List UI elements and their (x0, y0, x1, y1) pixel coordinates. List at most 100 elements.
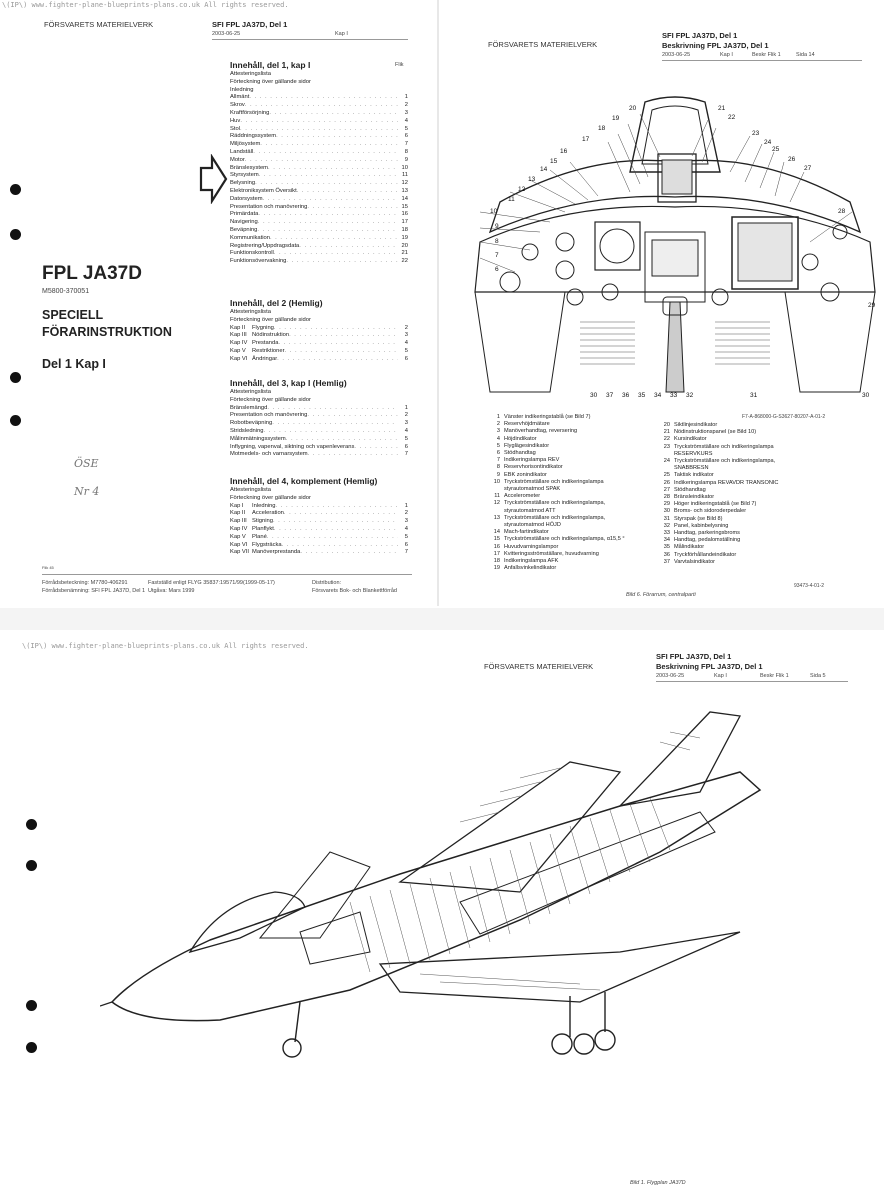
toc-label: Planflykt (252, 525, 274, 532)
toc-number: 16 (401, 211, 408, 218)
legend-number: 5 (496, 442, 500, 449)
toc-leader (308, 451, 398, 459)
toc-label: Flygning (252, 324, 274, 331)
toc-label: Presentation och manövrering (230, 203, 308, 210)
toc-leader (277, 356, 398, 364)
toc-number: 14 (401, 195, 408, 202)
toc-row: Kap VPlané5 (230, 534, 408, 542)
toc-row: Kraftförsörjning3 (230, 110, 408, 118)
toc-leader (284, 510, 398, 518)
toc-leader (276, 503, 398, 511)
legend-number: 31 (663, 515, 670, 522)
legend-number (486, 508, 500, 515)
toc-label: Nödinstruktion (252, 332, 290, 339)
legend-text: Tryckströmställare och indikeringslampa, (504, 514, 606, 521)
legend-number: 4 (496, 435, 500, 442)
toc-kap: Kap V (230, 533, 246, 540)
toc-number: 7 (404, 141, 408, 148)
doc-kap: Kap I (714, 673, 727, 679)
org-name: FÖRSVARETS MATERIELVERK (44, 20, 154, 29)
legend-text: Tryckförhållandeindikator (674, 551, 737, 558)
toc-row: Skrov2 (230, 102, 408, 110)
toc-number: 2 (404, 412, 408, 419)
legend-text: Tryckströmställare och indikeringslampa, (674, 458, 776, 465)
toc-kap: Kap IV (230, 340, 248, 347)
legend-text: Tryckströmställare och indikeringslampa, (504, 500, 606, 507)
doc-date: 2003-06-25 (212, 31, 241, 37)
legend-text: Styrspak (se Bild 8) (674, 515, 723, 522)
legend-text: Huvudvarningslampor (504, 543, 559, 550)
toc-row: Stol5 (230, 126, 408, 134)
toc-label: Räddningssystem (230, 133, 277, 140)
toc-number: 19 (401, 234, 408, 241)
toc-leader (264, 428, 398, 436)
toc-number: 17 (401, 219, 408, 226)
doc-date: 2003-06-25 (662, 52, 691, 58)
toc-row: Belysning12 (230, 180, 408, 188)
toc-number: 4 (404, 340, 408, 347)
toc-label: Kraftförsörjning (230, 109, 270, 116)
toc-label: Huv (230, 117, 241, 124)
toc-number: 4 (404, 427, 408, 434)
toc-number: 1 (404, 502, 408, 509)
toc-label: Datorsystem (230, 195, 263, 202)
doc-kap: Kap I (720, 52, 733, 58)
toc-label: Styrsystem (230, 172, 259, 179)
legend-number: 22 (663, 436, 670, 443)
legend-number: 21 (663, 429, 670, 436)
toc-kap: Kap VI (230, 541, 248, 548)
legend-number: 6 (496, 450, 500, 457)
toc-label: Inledning (252, 502, 276, 509)
legend-number: 10 (493, 478, 500, 485)
legend-item: styrautomatmod SPAK (486, 486, 625, 493)
toc-number: 11 (401, 172, 408, 179)
legend-text: styrautomatmod HÖJD (504, 522, 561, 529)
toc-kap: Kap III (230, 332, 247, 339)
footer-2a: Fastställd enligt FLYG 35837:19571/99(19… (148, 580, 275, 586)
toc-leader (300, 549, 398, 557)
toc-label: Robotbeväpning (230, 420, 273, 427)
toc-label: Motor (230, 156, 245, 163)
toc-label: Stol (230, 125, 240, 132)
toc-number: 3 (404, 420, 408, 427)
toc-leader (289, 332, 398, 340)
toc-number: 22 (401, 258, 408, 265)
toc-leader (307, 412, 398, 420)
binder-hole (10, 184, 21, 195)
toc-number: 2 (404, 510, 408, 517)
toc-number: 4 (404, 117, 408, 124)
toc-pre-line: Inledning (230, 86, 254, 93)
toc-row: Kap IIIStigning3 (230, 518, 408, 526)
aircraft-cutaway-illustration (100, 711, 762, 1058)
doc-flik: Beskr Flik 1 (760, 673, 789, 679)
doc-title: SFI FPL JA37D, Del 1 (662, 31, 738, 40)
legend-item: styrautomatmod ATT (486, 508, 625, 515)
toc-label: Allmänt (230, 94, 250, 101)
doc-title: SFI FPL JA37D, Del 1 (212, 20, 288, 29)
toc-pre-line: Förteckning över gällande sidor (230, 396, 311, 403)
handwritten-note-1: ÖSE (74, 457, 99, 470)
toc-number: 8 (404, 148, 408, 155)
legend-text: RESERVKURS (674, 450, 713, 457)
toc-leader (258, 211, 398, 219)
toc-leader (269, 110, 398, 118)
legend-text: Målindikator (674, 544, 705, 551)
toc-number: 6 (404, 443, 408, 450)
toc-number: 1 (404, 94, 408, 101)
toc-number: 7 (404, 549, 408, 556)
